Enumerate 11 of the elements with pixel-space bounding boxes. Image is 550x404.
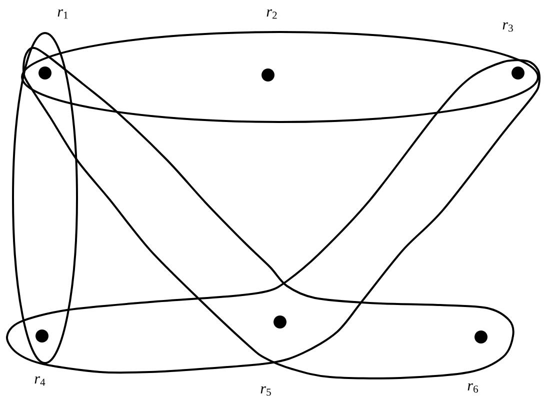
hyperedge-ellipse	[21, 31, 539, 123]
vertex-dot	[474, 330, 488, 344]
vertex-label: r$_{1}$	[58, 9, 68, 19]
vertex-dot	[38, 66, 52, 80]
vertex-label: r$_{4}$	[34, 376, 46, 386]
vertex-label: r$_{2}$	[266, 9, 277, 19]
vertex-label: r$_{3}$	[502, 22, 513, 32]
vertex-dot	[262, 68, 274, 82]
vertex-dot	[512, 66, 524, 80]
hyperedge-ellipse	[12, 32, 78, 364]
vertex-label: r$_{6}$	[468, 383, 478, 393]
